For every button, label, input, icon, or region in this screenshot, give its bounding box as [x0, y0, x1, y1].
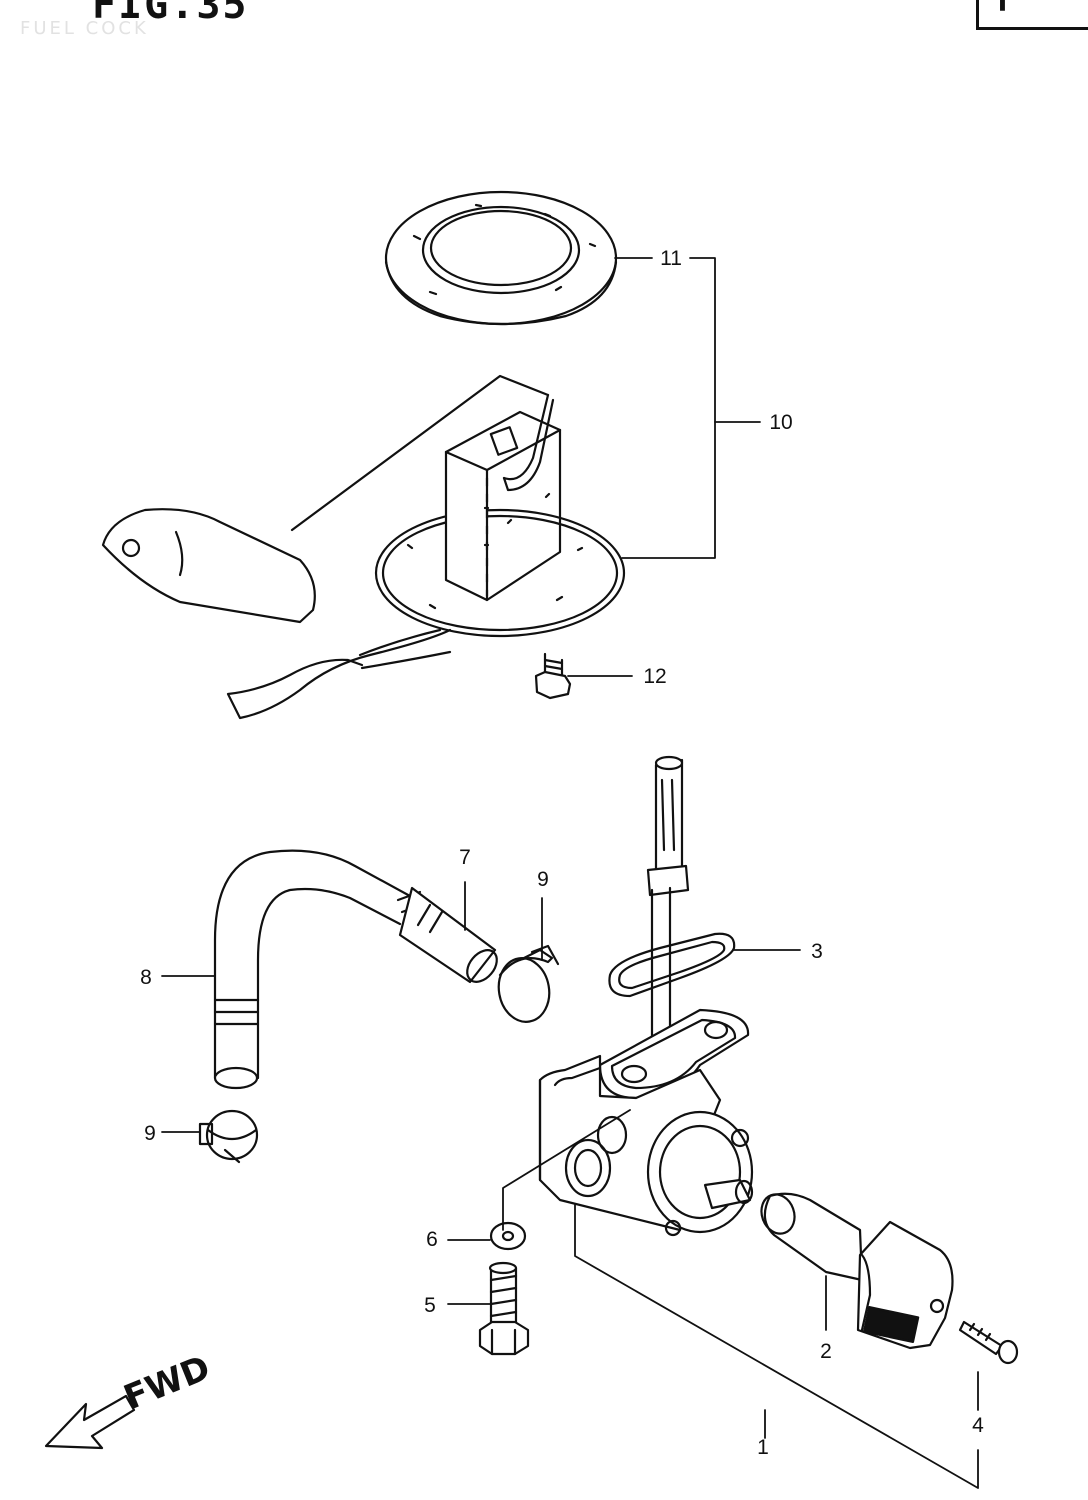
- callout-6: 6: [426, 1228, 438, 1251]
- callout-9-lower: 9: [144, 1122, 156, 1145]
- callout-3: 3: [811, 940, 823, 963]
- callout-12: 12: [643, 665, 666, 688]
- hose-clamp-9-upper: [497, 944, 560, 1023]
- callout-11: 11: [660, 247, 682, 270]
- screw-4: [958, 1320, 1019, 1365]
- bolt-5: [478, 1261, 530, 1356]
- callout-1: 1: [757, 1436, 769, 1459]
- fwd-label: FWD: [118, 1348, 215, 1418]
- callout-2: 2: [820, 1340, 832, 1363]
- fuel-cock-lever-2: [760, 1192, 954, 1350]
- callout-5: 5: [424, 1294, 436, 1317]
- gasket-3: [608, 932, 736, 998]
- leader-lines: [161, 257, 979, 1489]
- gasket-ring-11: [384, 190, 618, 326]
- fuel-hose-7: [398, 886, 498, 984]
- callout-4: 4: [972, 1414, 984, 1437]
- callout-labels: 1 2 3 4 5 6 7 8 9 9 10 11 12: [140, 247, 984, 1459]
- screw-12: [534, 652, 572, 700]
- figure-title: FIG.35: [92, 0, 249, 28]
- callout-10: 10: [769, 411, 792, 434]
- fuel-gauge-unit-10: [101, 374, 626, 720]
- callout-9-upper: 9: [537, 868, 549, 891]
- washer-6: [489, 1221, 527, 1251]
- fuel-hose-8: [213, 849, 428, 1090]
- callout-7: 7: [459, 846, 471, 869]
- fwd-arrow-icon: [44, 1394, 136, 1450]
- callout-8: 8: [140, 966, 152, 989]
- corner-tag-box: F: [976, 0, 1088, 30]
- hose-clamp-9-lower: [198, 1109, 259, 1164]
- fuel-cock-body-1: [538, 755, 754, 1237]
- figure-subtitle: FUEL COCK: [20, 18, 149, 39]
- corner-tag: F: [997, 0, 1018, 20]
